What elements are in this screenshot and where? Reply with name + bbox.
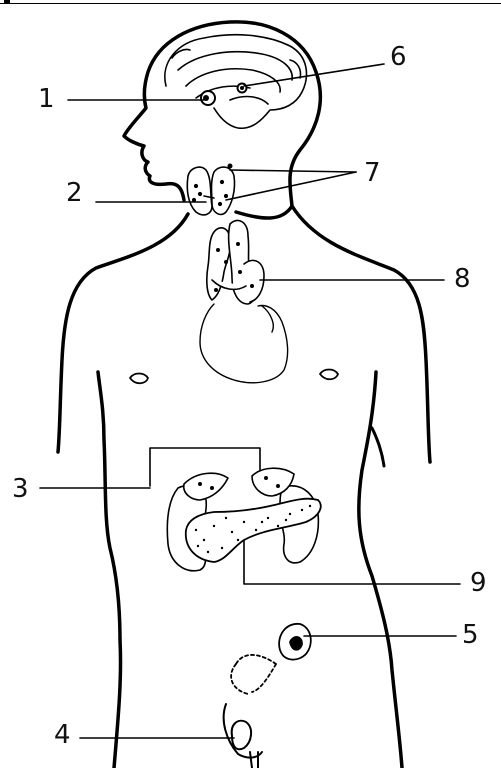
label-6: 6 [390,44,407,70]
heart-outline [200,304,288,383]
label-1: 1 [38,86,55,112]
label-3: 3 [12,476,29,502]
label-5: 5 [462,622,479,648]
ovary [231,624,311,694]
label-2: 2 [66,180,83,206]
thymus-gland [207,220,264,304]
label-7: 7 [364,160,381,186]
thyroid-gland [187,167,234,215]
nipples [130,370,338,384]
label-9: 9 [470,570,487,596]
leader-line-7a [230,170,356,172]
testis [224,704,262,768]
right-arm-inner [372,428,384,466]
torso-outline-right [292,206,430,768]
label-8: 8 [454,266,471,292]
brain [165,35,307,129]
leader-line-9 [244,540,460,584]
label-4: 4 [54,722,71,748]
adrenal-glands [184,468,294,500]
torso-outline-left [58,214,188,768]
